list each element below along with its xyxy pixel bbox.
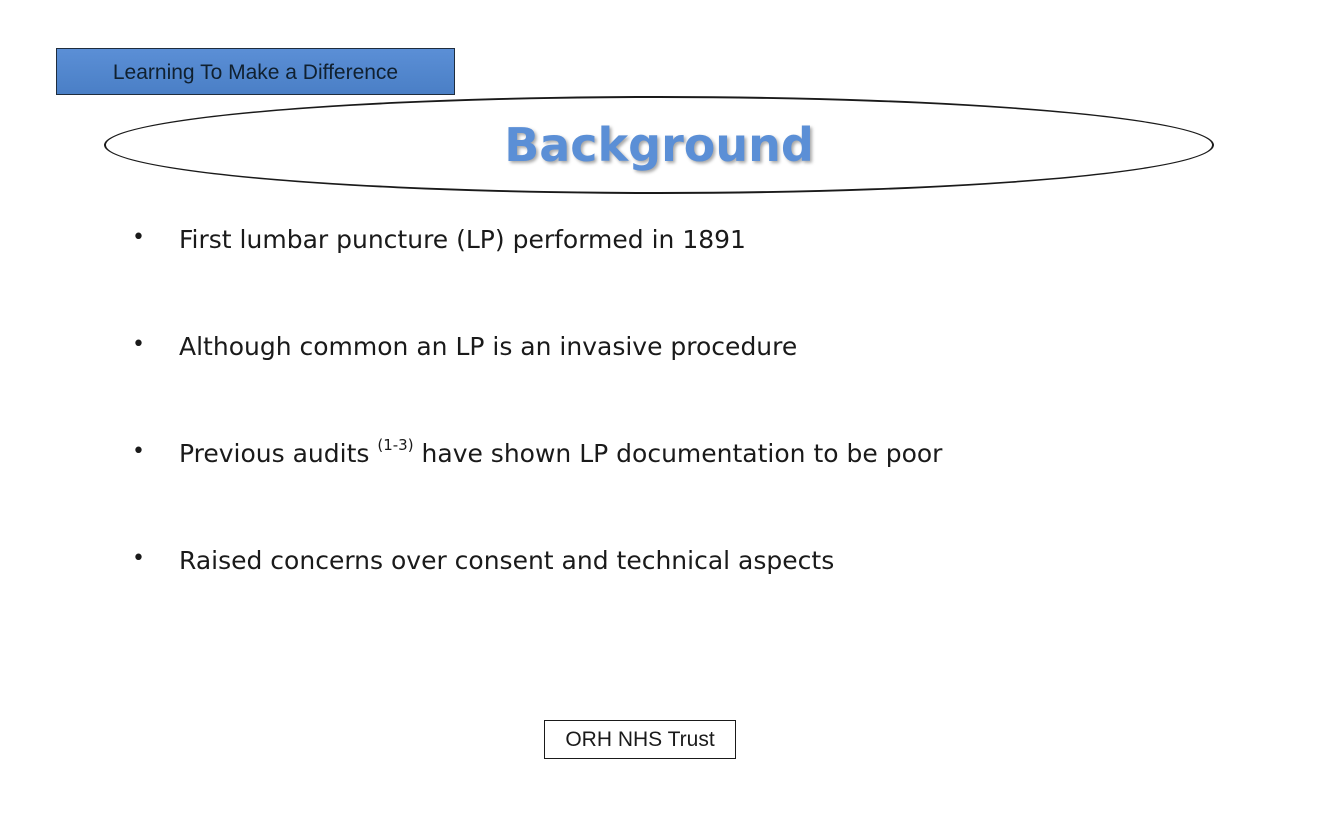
bullet-text: First lumbar puncture (LP) performed in …: [179, 225, 746, 254]
bullet-icon: •: [132, 546, 145, 571]
bullet-icon: •: [132, 439, 145, 464]
header-tag: Learning To Make a Difference: [56, 48, 455, 95]
bullet-icon: •: [132, 332, 145, 357]
bullet-text-before: Previous audits: [179, 439, 378, 468]
footer-label: ORH NHS Trust: [544, 720, 736, 759]
bullet-text: Although common an LP is an invasive pro…: [179, 332, 798, 361]
bullet-text: Previous audits (1-3) have shown LP docu…: [179, 432, 942, 476]
bullet-text: Raised concerns over consent and technic…: [179, 546, 835, 575]
title-ellipse: [104, 96, 1214, 194]
bullet-icon: •: [132, 225, 145, 250]
citation-superscript: (1-3): [377, 436, 414, 454]
slide-title: Background: [504, 118, 814, 172]
bullet-text-after: have shown LP documentation to be poor: [413, 439, 943, 468]
